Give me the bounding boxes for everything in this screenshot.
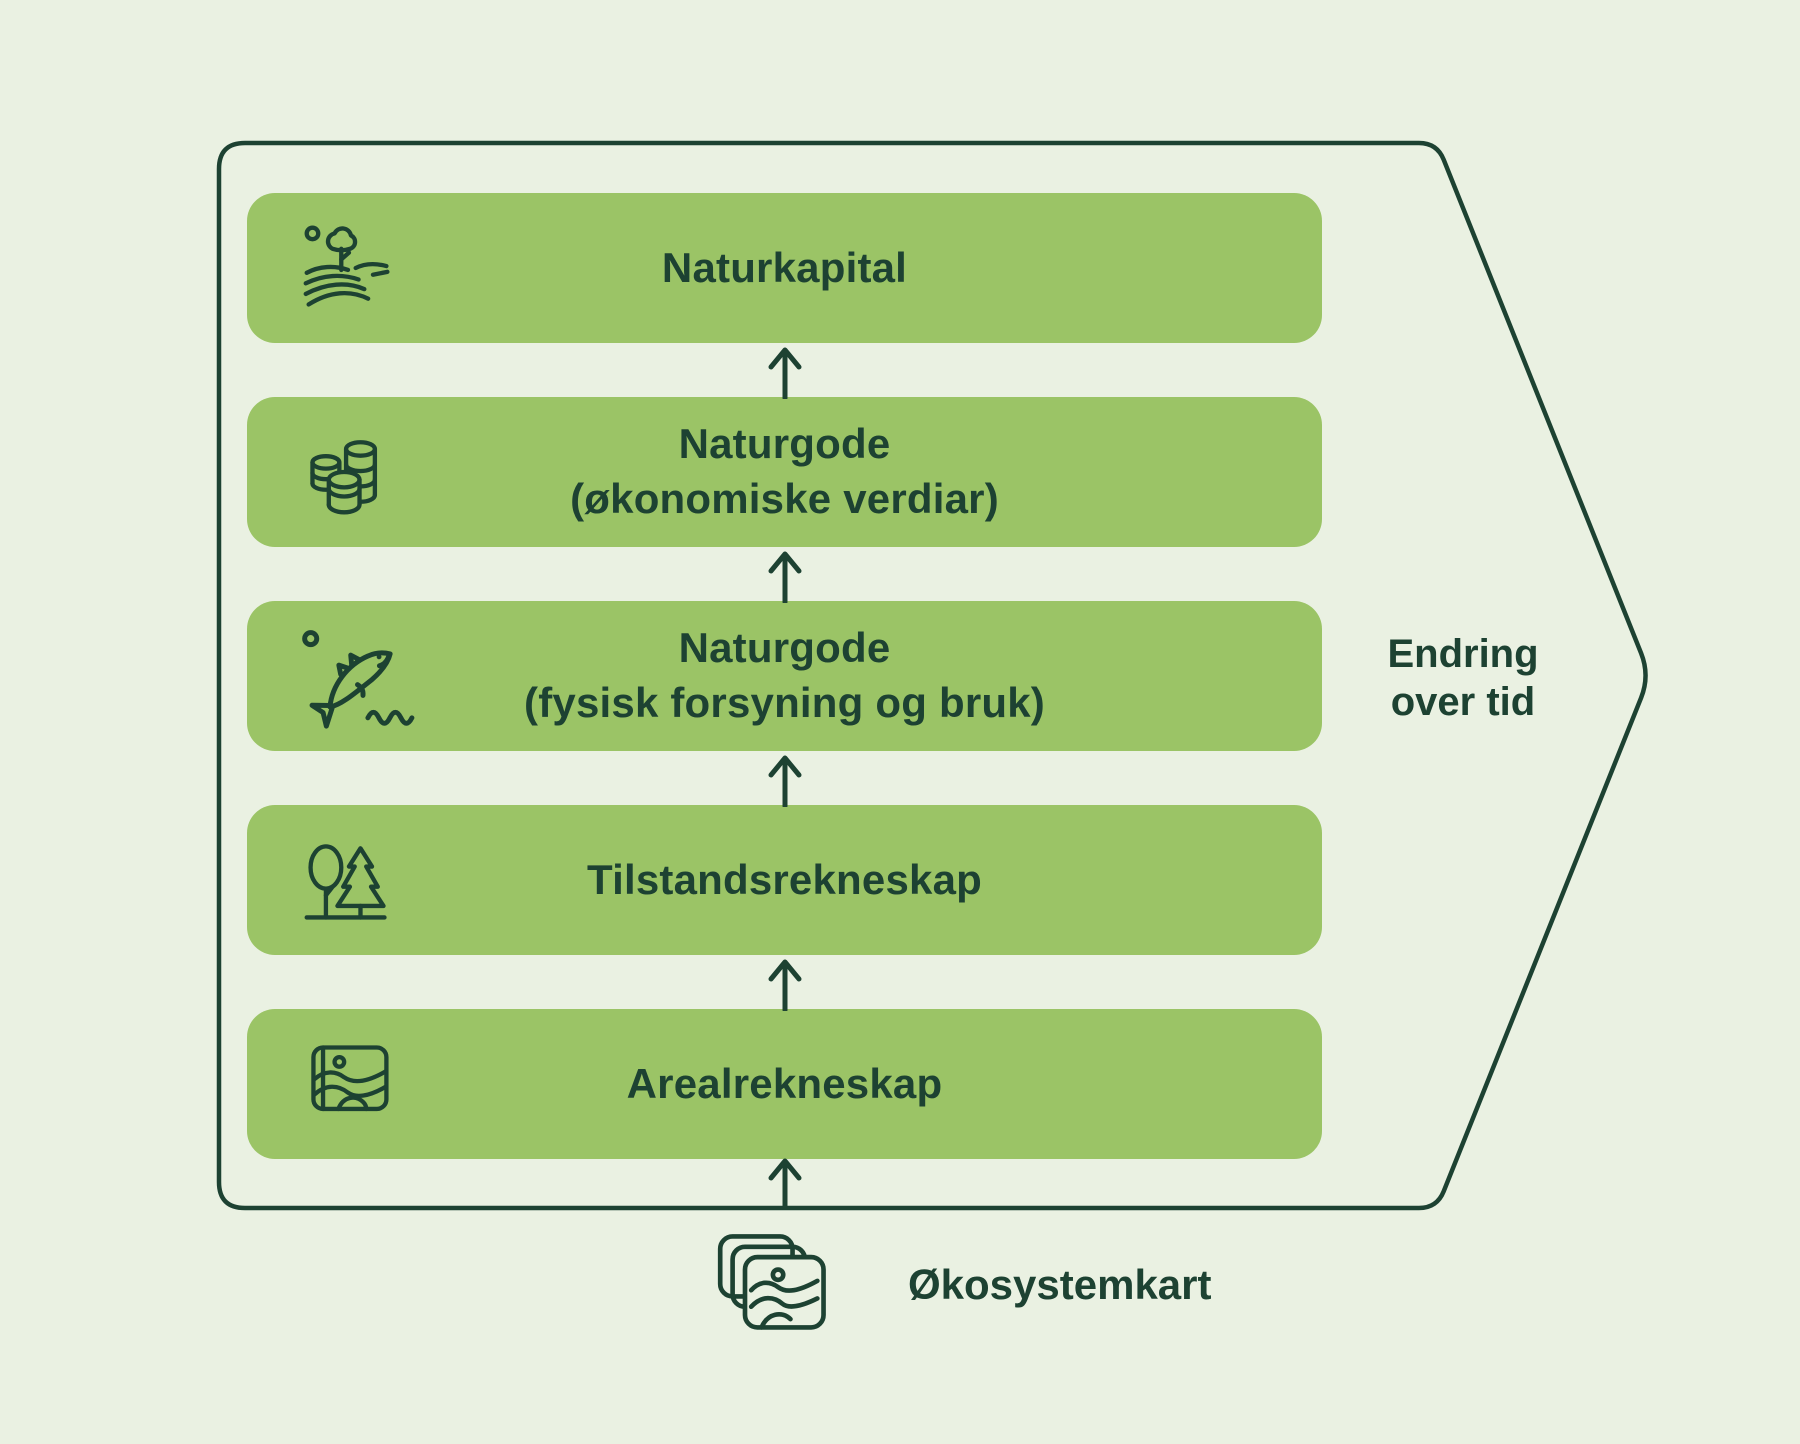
box-label: Arealrekneskap <box>627 1057 943 1112</box>
side-label-endring-over-tid: Endring over tid <box>1387 632 1539 724</box>
trees-icon <box>304 844 387 920</box>
flow-box-arealrekneskap: Arealrekneskap <box>247 1009 1322 1159</box>
box-label-line1: Arealrekneskap <box>626 1059 943 1107</box>
coins-icon <box>310 440 378 515</box>
up-arrow-icon <box>768 1158 802 1210</box>
bottom-label-okosystemkart: Økosystemkart <box>908 1261 1212 1308</box>
box-label-line1: Tilstandsrekneskap <box>586 855 982 903</box>
up-arrow-icon <box>768 551 802 603</box>
flow-box-naturgode-okonomisk: Naturgode (økonomiske verdiar) <box>247 397 1322 547</box>
box-label-line2: (fysisk forsyning og bruk) <box>524 679 1045 726</box>
box-label: Naturkapital <box>662 241 907 296</box>
fish-icon <box>302 630 415 729</box>
box-label-line1: Naturgode <box>678 624 891 672</box>
flow-box-naturgode-fysisk: Naturgode (fysisk forsyning og bruk) <box>247 601 1322 751</box>
flow-box-naturkapital: Naturkapital <box>247 193 1322 343</box>
up-arrow-icon <box>768 959 802 1011</box>
arrow-outline-path <box>216 140 1648 1211</box>
box-label-line1: Naturkapital <box>661 243 908 291</box>
ecosystem-map-cards-icon <box>717 1234 826 1330</box>
map-icon <box>311 1045 389 1112</box>
farm-field-icon <box>303 225 390 307</box>
box-label-line1: Naturgode <box>678 420 891 468</box>
flow-box-tilstandsrekneskap: Tilstandsrekneskap <box>247 805 1322 955</box>
box-label-line2: (økonomiske verdiar) <box>570 475 999 522</box>
box-label: Naturgode (fysisk forsyning og bruk) <box>524 621 1045 730</box>
up-arrow-icon <box>768 755 802 807</box>
box-label: Naturgode (økonomiske verdiar) <box>570 417 999 526</box>
up-arrow-icon <box>768 347 802 399</box>
box-label: Tilstandsrekneskap <box>587 853 982 908</box>
